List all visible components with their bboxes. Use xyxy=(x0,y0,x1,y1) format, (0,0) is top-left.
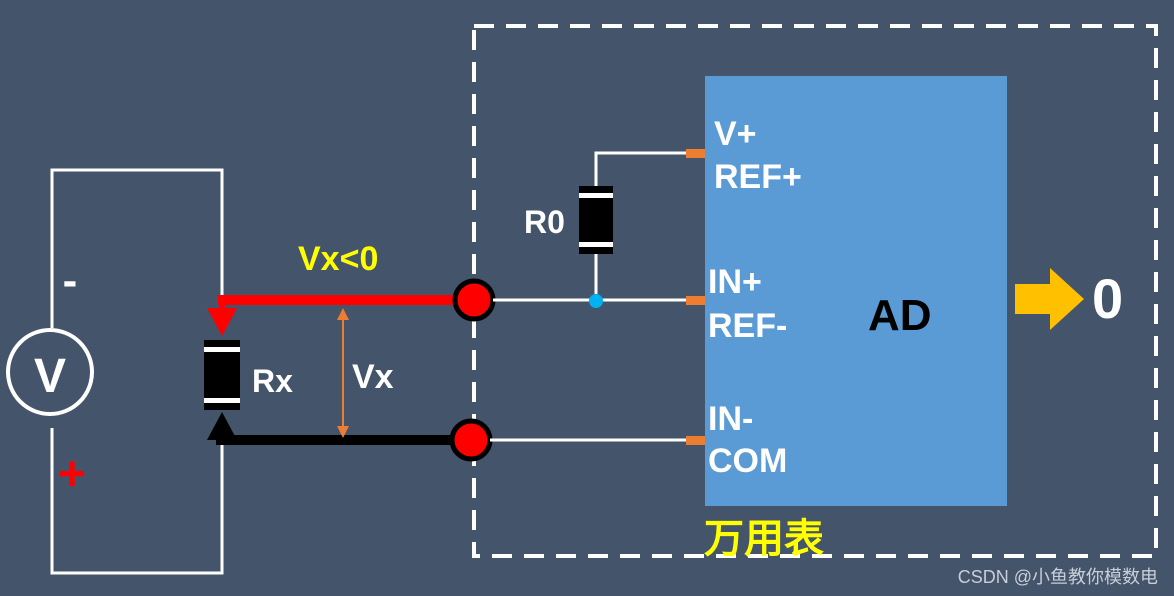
pin-in-minus xyxy=(686,436,705,445)
hot-wire xyxy=(207,295,458,336)
r0-resistor xyxy=(579,186,613,254)
rx-label: Rx xyxy=(252,363,293,399)
output-arrow xyxy=(1015,268,1084,330)
pin-vref-label-line1: V+ xyxy=(714,115,757,153)
voltmeter-minus-sign: - xyxy=(63,256,78,305)
pin-vref-label-line2: REF+ xyxy=(714,158,802,196)
vx-arrow xyxy=(337,308,349,438)
voltmeter-symbol: V xyxy=(34,350,66,403)
pin-in-minus-label-line2: COM xyxy=(708,442,787,480)
junction-dot xyxy=(589,294,603,308)
pin-in-plus-label-line1: IN+ xyxy=(708,263,762,301)
watermark: CSDN @小鱼教你模数电 xyxy=(958,567,1158,587)
voltmeter: V xyxy=(6,328,94,416)
return-wire xyxy=(207,412,458,445)
vx-condition-label: Vx<0 xyxy=(298,240,378,278)
rx-resistor xyxy=(204,340,240,410)
pin-in-plus xyxy=(686,296,705,305)
common-terminal xyxy=(449,418,493,462)
ad-block xyxy=(705,76,1007,506)
positive-terminal xyxy=(452,278,496,322)
voltmeter-plus-sign: + xyxy=(58,448,86,501)
r0-label: R0 xyxy=(524,204,565,240)
pin-in-minus-label-line1: IN- xyxy=(708,400,753,438)
pin-in-plus-label-line2: REF- xyxy=(708,307,787,345)
hot-wire-arrowhead xyxy=(207,308,237,336)
return-wire-arrowhead xyxy=(207,412,237,440)
multimeter-label: 万用表 xyxy=(704,517,824,561)
pin-vref xyxy=(686,149,705,158)
voltmeter-circle xyxy=(6,328,94,416)
vx-label: Vx xyxy=(352,358,394,396)
voltmeter-loop-wires xyxy=(50,168,224,575)
ad-label: AD xyxy=(868,291,932,340)
output-value: 0 xyxy=(1092,267,1123,330)
